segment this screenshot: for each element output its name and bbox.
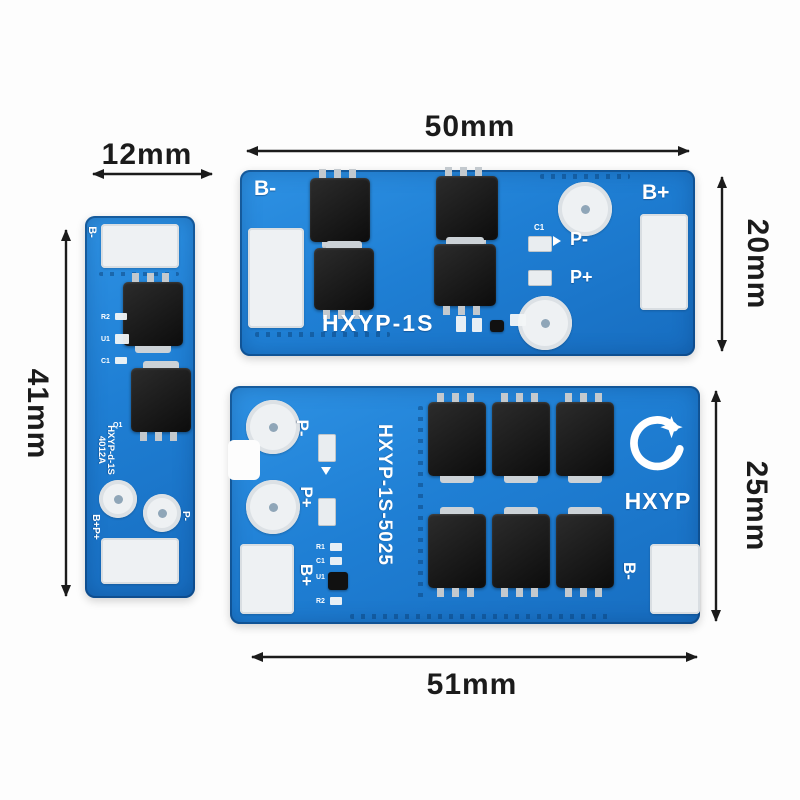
board2-p-minus-label: P- (293, 419, 313, 437)
dim-label-20mm: 20mm (741, 218, 774, 310)
ref-designator: C1 (534, 223, 545, 232)
mosfet-component (436, 167, 498, 247)
mosfet-component (131, 361, 191, 441)
circular-pad (143, 494, 181, 532)
smd-ic (328, 572, 348, 590)
ref-designator: Q1 (113, 422, 123, 429)
circular-pad (246, 480, 300, 534)
board1-p-plus-label: P+ (570, 267, 593, 287)
small-board-model-line1: HXYP-d-1S (105, 425, 117, 475)
small-board-b-minus-label: B- (86, 226, 99, 238)
ref-designator: U1 (316, 574, 325, 581)
smd-resistor (330, 543, 342, 551)
solder-pad (240, 544, 294, 614)
diode-mark-icon (553, 236, 561, 246)
smd-capacitor (330, 557, 342, 565)
circular-pad (518, 296, 572, 350)
board1-model-label: HXYP-1S (322, 310, 435, 336)
board2-p-plus-label: P+ (297, 486, 317, 508)
mosfet-component (556, 507, 614, 597)
ref-designator: R2 (316, 598, 325, 605)
board1-b-minus-label: B- (254, 177, 277, 200)
smd-part (472, 318, 482, 332)
diode-mark-icon (321, 467, 331, 475)
dim-label-12mm: 12mm (101, 138, 193, 171)
board2-b-minus-label: B- (620, 562, 640, 580)
via-row (418, 406, 423, 601)
mosfet-component (428, 393, 486, 483)
solder-pad (101, 538, 179, 584)
circular-pad (558, 182, 612, 236)
solder-pad (650, 544, 700, 614)
smd-capacitor (318, 498, 336, 526)
ref-designator: U1 (101, 336, 110, 343)
mosfet-component (556, 393, 614, 483)
solder-pad (248, 228, 304, 328)
ref-designator: R2 (101, 314, 110, 321)
smd-part (510, 314, 526, 326)
via-row (350, 614, 610, 619)
circular-pad (99, 480, 137, 518)
dim-label-41mm: 41mm (21, 368, 54, 460)
mosfet-component (123, 273, 183, 353)
ref-designator: C1 (316, 558, 325, 565)
smd-ic (115, 334, 129, 344)
solder-pad (101, 224, 179, 268)
board-slot (228, 440, 260, 480)
mosfet-component (492, 507, 550, 597)
dim-label-50mm: 50mm (424, 110, 516, 143)
board2-brand-label: HXYP (624, 488, 692, 514)
solder-pad (640, 214, 688, 310)
board2-model-label: HXYP-1S-5025 (374, 424, 396, 566)
via-row (540, 174, 630, 179)
mosfet-component (314, 241, 374, 319)
smd-capacitor (528, 270, 552, 286)
mosfet-component (492, 393, 550, 483)
mosfet-component (434, 237, 496, 315)
small-board-p-minus-label: P- (180, 511, 191, 521)
mosfet-component (310, 169, 370, 249)
hxyp-logo-icon (630, 415, 684, 471)
smd-resistor (115, 313, 127, 320)
smd-ic (490, 320, 504, 332)
smd-capacitor (528, 236, 552, 252)
smd-part (456, 316, 466, 332)
hxyp-1s-pcb-board: B- B+ C1 P- P+ HXYP-1S (240, 167, 695, 356)
small-pcb-board: B- R2 U1 C1 Q1 HXYP-d-1S 4012A B+P+ P- (85, 216, 195, 598)
hxyp-1s-5025-pcb-board: P- P+ B+ HXYP-1S-5025 R1 C1 U1 R2 HXYP B… (228, 386, 700, 624)
board2-b-plus-label: B+ (297, 563, 317, 587)
board1-b-plus-label: B+ (642, 181, 670, 204)
via-row (255, 332, 390, 337)
dim-label-51mm: 51mm (426, 668, 518, 701)
ref-designator: C1 (101, 358, 110, 365)
smd-capacitor (318, 434, 336, 462)
board1-p-minus-label: P- (570, 229, 588, 249)
smd-capacitor (115, 357, 127, 364)
small-board-model-line2: 4012A (96, 436, 107, 464)
ref-designator: R1 (316, 544, 325, 551)
dim-label-25mm: 25mm (740, 460, 773, 552)
smd-resistor (330, 597, 342, 605)
mosfet-component (428, 507, 486, 597)
